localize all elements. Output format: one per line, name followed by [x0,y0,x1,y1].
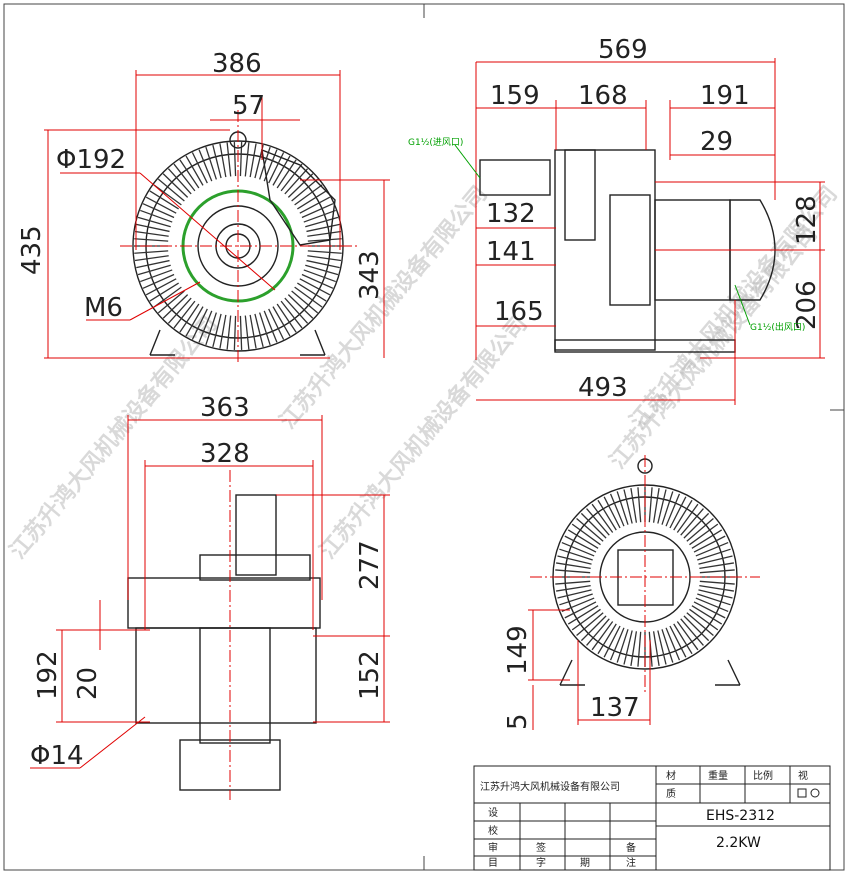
label-inlet: G1½(进风口) [408,137,463,148]
title-block: 江苏升鸿大风机械设备有限公司 材 重量 比例 视 质 设 校 审 签 备 目 字… [473,765,831,871]
dim-20: 20 [73,667,103,700]
col-scale: 比例 [753,769,773,782]
row-check: 校 [488,824,498,837]
bottom-view: 363 328 277 152 192 20 Φ14 [30,393,390,800]
label-outlet: G1½(出风口) [750,321,805,333]
hdr-sign: 签 [536,841,546,854]
row-design: 设 [488,807,498,819]
front-view: 386 57 435 343 Φ192 M6 [17,49,390,365]
hdr-prep: 备 [626,841,636,854]
dim-165: 165 [494,297,544,327]
watermark-1: 江苏升鸿大风机械设备有限公司 [5,311,223,564]
model-number: EHS-2312 [706,808,775,824]
row-quality: 质 [666,788,676,800]
dim-277: 277 [355,540,385,590]
dim-191: 191 [700,81,750,111]
dim-dia192: Φ192 [56,145,126,175]
dim-493: 493 [578,373,628,403]
col-material: 材 [666,769,676,782]
row-review: 审 [488,841,498,854]
dim-132: 132 [486,199,536,229]
dim-141: 141 [486,237,536,267]
dim-dia14: Φ14 [30,741,84,771]
col-weight: 重量 [708,769,728,782]
dim-137: 137 [590,693,640,723]
dim-386: 386 [212,49,262,79]
sheet-frame [3,3,845,871]
dim-m6: M6 [84,293,123,323]
col-view: 视 [798,769,808,782]
foot-4: 注 [626,856,636,869]
side-view: 569 159 168 191 29 132 141 165 128 206 4… [408,35,825,405]
dim-343: 343 [355,250,385,300]
dim-149: 149 [503,625,533,675]
dim-328: 328 [200,439,250,469]
dim-128: 128 [792,195,822,245]
watermark-group: 江苏升鸿大风机械设备有限公司 江苏升鸿大风机械设备有限公司 江苏升鸿大风机械设备… [5,181,843,564]
foot-1: 目 [488,858,498,869]
dim-29: 29 [700,127,733,157]
dim-569: 569 [598,35,648,65]
power-rating: 2.2KW [716,835,761,851]
dim-192: 192 [33,650,63,700]
dim-57: 57 [232,91,265,121]
foot-2: 字 [536,856,546,869]
projection-icon [797,788,820,798]
dim-363: 363 [200,393,250,423]
dim-152: 152 [355,650,385,700]
dim-435: 435 [17,225,47,275]
dim-159: 159 [490,81,540,111]
foot-3: 期 [580,857,590,869]
company-name: 江苏升鸿大风机械设备有限公司 [480,780,620,793]
dim-168: 168 [578,81,628,111]
rear-view: 149 137 5 [503,455,760,730]
dim-5: 5 [503,713,533,730]
dim-206: 206 [792,280,822,330]
